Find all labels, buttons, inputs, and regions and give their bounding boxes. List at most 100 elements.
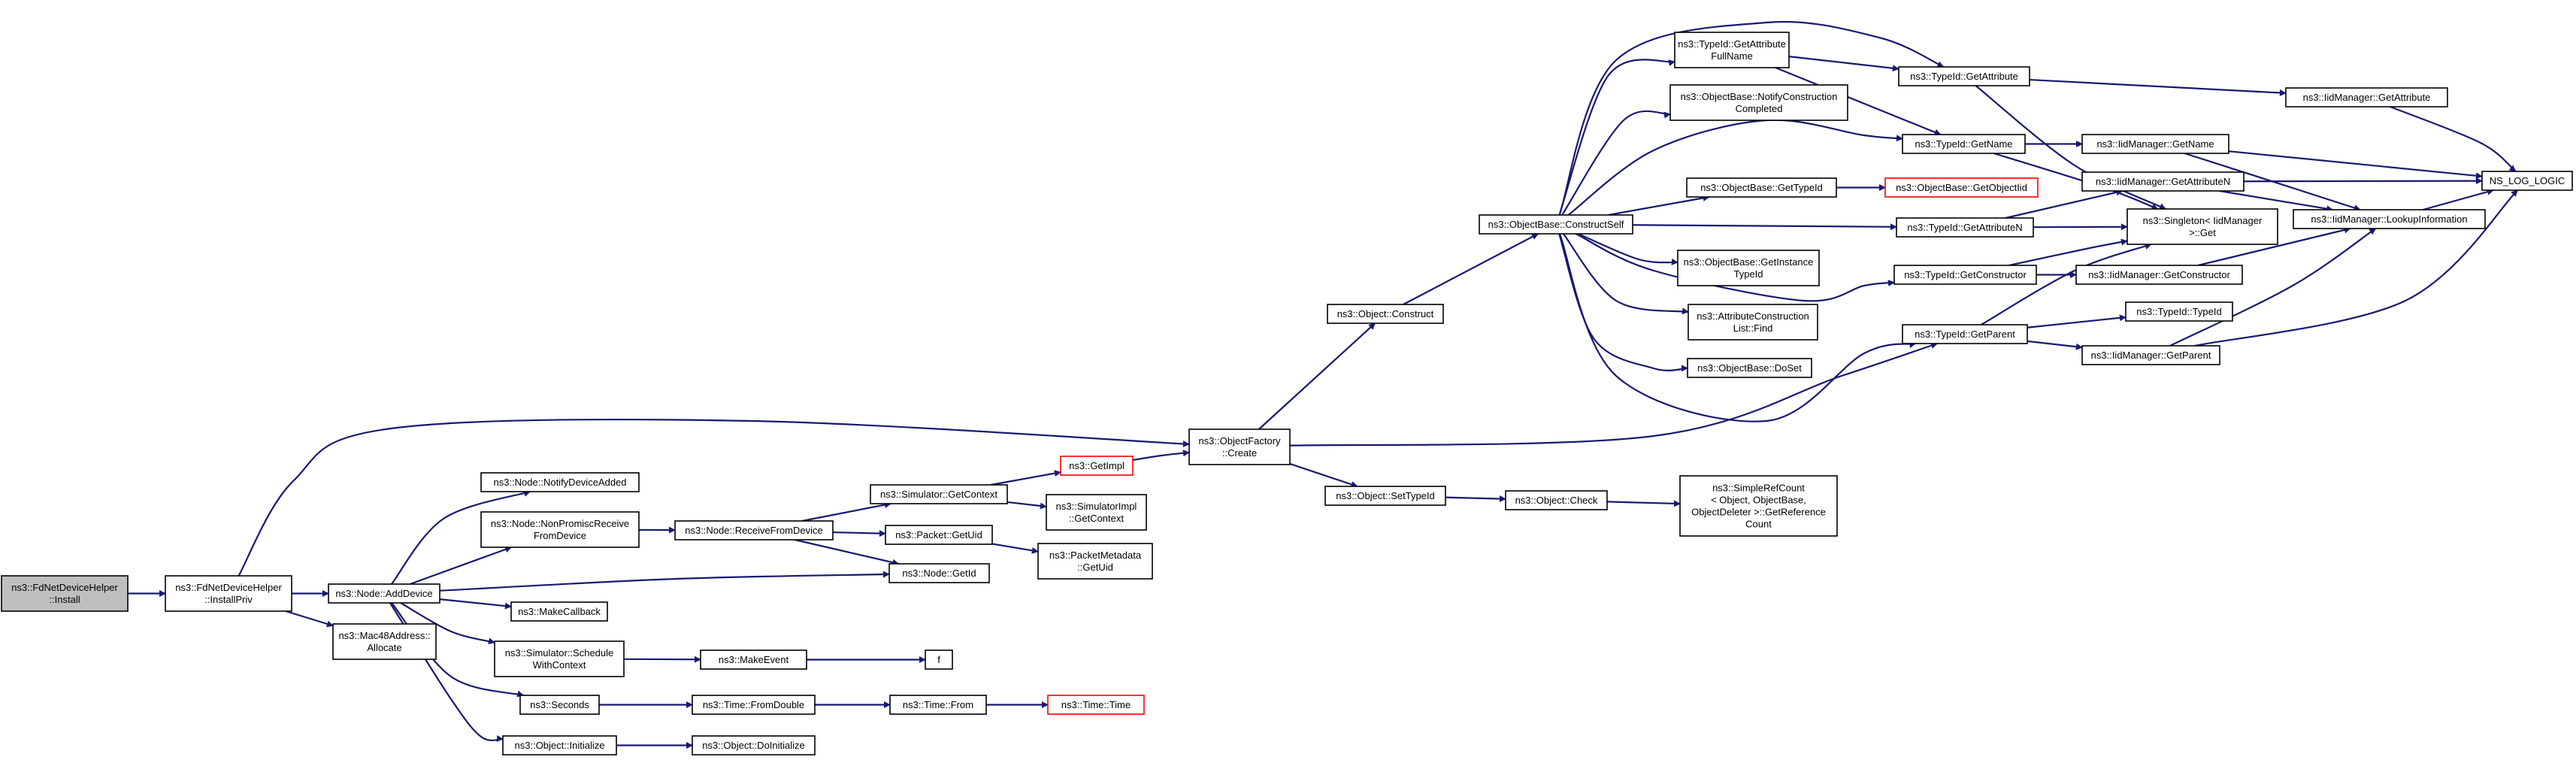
node-box[interactable] [1898,66,2030,86]
node-box[interactable] [1060,456,1134,476]
node-box[interactable] [328,583,440,604]
node-box[interactable] [494,640,625,677]
node-box[interactable] [1893,265,2037,285]
node-box[interactable] [2285,87,2448,107]
node-box[interactable] [925,649,953,670]
node-typeidgetattributen[interactable]: ns3::TypeId::GetAttributeN [1896,217,2034,238]
node-box[interactable] [1669,84,1848,121]
node-box[interactable] [2126,208,2278,245]
node-iidgetattributen[interactable]: ns3::IidManager::GetAttributeN [2081,171,2245,192]
node-box[interactable] [1687,358,1812,378]
node-seconds[interactable]: ns3::Seconds [519,695,600,715]
node-box[interactable] [2481,171,2573,191]
node-box[interactable] [502,735,617,755]
node-box[interactable] [1688,304,1818,341]
node-box[interactable] [700,649,807,670]
node-box[interactable] [1047,695,1145,715]
node-nodeadddevice[interactable]: ns3::Node::AddDevice [328,583,440,604]
node-iidgetconstructor[interactable]: ns3::IidManager::GetConstructor [2075,265,2243,285]
node-box[interactable] [165,575,292,612]
node-box[interactable] [519,695,600,715]
node-box[interactable] [1327,304,1444,324]
node-box[interactable] [2081,134,2229,154]
node-objcheck[interactable]: ns3::Object::Check [1505,490,1608,510]
node-simgetcontext[interactable]: ns3::Simulator::GetContext [870,484,1008,504]
node-receivefromdevice[interactable]: ns3::Node::ReceiveFromDevice [674,520,834,540]
node-getimpl[interactable]: ns3::GetImpl [1060,456,1134,476]
node-typeidgetparent[interactable]: ns3::TypeId::GetParent [1902,324,2028,344]
node-box[interactable] [1674,32,1790,68]
node-box[interactable] [870,484,1008,504]
node-iidgetparent[interactable]: ns3::IidManager::GetParent [2081,345,2220,365]
node-nodegetid[interactable]: ns3::Node::GetId [888,563,990,583]
node-box[interactable] [889,695,987,715]
node-iidgetname[interactable]: ns3::IidManager::GetName [2081,134,2229,154]
node-simimplgetcontext[interactable]: ns3::SimulatorImpl::GetContext [1046,494,1147,531]
node-box[interactable] [1902,134,2026,154]
node-box[interactable] [2081,345,2220,365]
node-makecallback[interactable]: ns3::MakeCallback [510,601,608,622]
node-box[interactable] [1,575,129,612]
node-nslog[interactable]: NS_LOG_LOGIC [2481,171,2573,191]
node-typeidtypeid[interactable]: ns3::TypeId::TypeId [2125,301,2233,322]
node-box[interactable] [2075,265,2243,285]
node-timetime[interactable]: ns3::Time::Time [1047,695,1145,715]
node-objsettypeid[interactable]: ns3::Object::SetTypeId [1324,486,1446,506]
node-timefrom[interactable]: ns3::Time::From [889,695,987,715]
node-box[interactable] [1324,486,1446,506]
node-box[interactable] [1686,177,1837,198]
node-box[interactable] [1188,428,1291,465]
node-mac48allocate[interactable]: ns3::Mac48Address::Allocate [332,623,437,660]
node-simplerefcount[interactable]: ns3::SimpleRefCount< Object, ObjectBase,… [1679,475,1838,537]
node-box[interactable] [1896,217,2034,238]
node-box[interactable] [2293,209,2486,229]
node-box[interactable] [1479,214,1633,235]
node-packetgetuid[interactable]: ns3::Packet::GetUid [885,525,993,545]
node-box[interactable] [332,623,437,660]
node-box[interactable] [1046,494,1147,531]
node-objinitialize[interactable]: ns3::Object::Initialize [502,735,617,755]
node-notifyconstruction[interactable]: ns3::ObjectBase::NotifyConstructionCompl… [1669,84,1848,121]
node-pktmetagetuid[interactable]: ns3::PacketMetadata::GetUid [1037,543,1153,580]
node-install[interactable]: ns3::FdNetDeviceHelper::Install [1,575,129,612]
node-box[interactable] [1679,475,1838,537]
node-box[interactable] [885,525,993,545]
node-fromdouble[interactable]: ns3::Time::FromDouble [692,695,816,715]
node-box[interactable] [1677,250,1820,286]
node-box[interactable] [1037,543,1153,580]
node-f[interactable]: f [925,649,953,670]
node-box[interactable] [510,601,608,622]
node-box[interactable] [480,511,640,548]
node-box[interactable] [2081,171,2245,192]
node-iidgetattribute[interactable]: ns3::IidManager::GetAttribute [2285,87,2448,107]
node-installpriv[interactable]: ns3::FdNetDeviceHelper::InstallPriv [165,575,292,612]
node-objconstruct[interactable]: ns3::Object::Construct [1327,304,1444,324]
node-box[interactable] [888,563,990,583]
node-box[interactable] [692,735,816,755]
node-typeidgetattribute[interactable]: ns3::TypeId::GetAttribute [1898,66,2030,86]
node-typeidgetconstructor[interactable]: ns3::TypeId::GetConstructor [1893,265,2037,285]
node-box[interactable] [692,695,816,715]
node-box[interactable] [480,472,640,492]
node-box[interactable] [1505,490,1608,510]
node-makeevent[interactable]: ns3::MakeEvent [700,649,807,670]
node-box[interactable] [674,520,834,540]
node-getobjectiid[interactable]: ns3::ObjectBase::GetObjectIid [1884,177,2039,198]
node-box[interactable] [2125,301,2233,322]
node-obgettypeid[interactable]: ns3::ObjectBase::GetTypeId [1686,177,1837,198]
node-box[interactable] [1902,324,2028,344]
node-constructself[interactable]: ns3::ObjectBase::ConstructSelf [1479,214,1633,235]
node-dosset[interactable]: ns3::ObjectBase::DoSet [1687,358,1812,378]
node-lookupinfo[interactable]: ns3::IidManager::LookupInformation [2293,209,2486,229]
node-typeidgetname[interactable]: ns3::TypeId::GetName [1902,134,2026,154]
node-doinitialize[interactable]: ns3::Object::DoInitialize [692,735,816,755]
node-notifydeviceadded[interactable]: ns3::Node::NotifyDeviceAdded [480,472,640,492]
node-objfactorycreate[interactable]: ns3::ObjectFactory::Create [1188,428,1291,465]
node-box[interactable] [1884,177,2039,198]
node-singletonget[interactable]: ns3::Singleton< IidManager>::Get [2126,208,2278,245]
